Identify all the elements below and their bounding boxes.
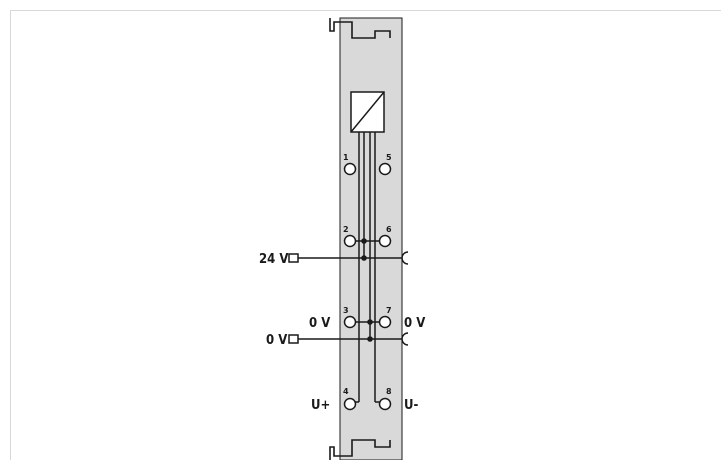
power-contact-0v-left: [288, 334, 299, 344]
terminal-number-1: 1: [343, 153, 349, 162]
label-u-plus: U+: [311, 398, 330, 413]
converter-symbol: [350, 91, 385, 133]
rail-clip-bottom: [329, 439, 391, 460]
terminal-8: [378, 397, 392, 411]
label-0v-left-lower: 0 V: [266, 333, 287, 348]
junction-dots: [361, 238, 373, 342]
terminals: [343, 162, 392, 411]
rail-clip-top: [329, 18, 391, 39]
terminal-number-4: 4: [343, 387, 349, 396]
diagram-frame: [10, 10, 721, 460]
label-0v-left-upper: 0 V: [309, 316, 330, 331]
internal-wiring: [297, 132, 402, 403]
terminal-4: [343, 397, 357, 411]
terminal-6: [378, 234, 392, 248]
terminal-number-2: 2: [343, 225, 349, 234]
terminal-1: [343, 162, 357, 176]
label-24v: 24 V: [259, 252, 288, 267]
terminal-number-6: 6: [386, 225, 392, 234]
label-u-minus: U-: [404, 398, 418, 413]
terminal-number-8: 8: [386, 387, 392, 396]
power-contact-0v-right: [401, 332, 409, 346]
power-contact-24v-right: [401, 251, 409, 265]
terminal-3: [343, 315, 357, 329]
terminal-7: [378, 315, 392, 329]
label-0v-right: 0 V: [404, 316, 425, 331]
terminal-number-7: 7: [386, 306, 392, 315]
terminal-number-3: 3: [343, 306, 349, 315]
terminal-2: [343, 234, 357, 248]
terminal-number-5: 5: [386, 153, 392, 162]
power-contact-24v-left: [288, 253, 299, 263]
terminal-5: [378, 162, 392, 176]
